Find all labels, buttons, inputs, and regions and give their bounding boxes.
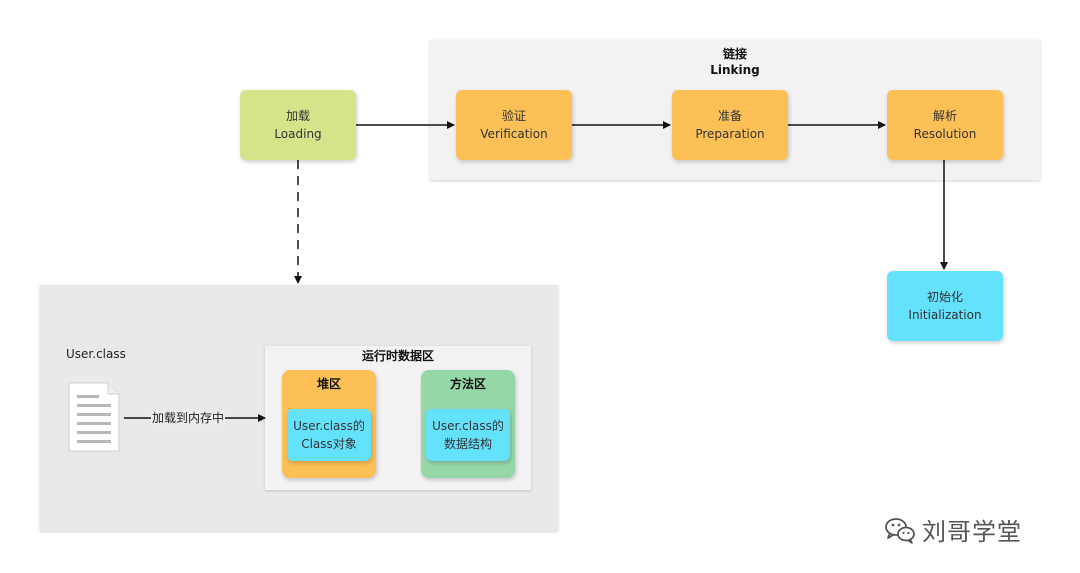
- heap-class-object-line2: Class对象: [301, 437, 357, 451]
- linking-title: 链接 Linking: [430, 46, 1040, 78]
- heap-class-object-box: User.class的 Class对象: [287, 409, 371, 461]
- loading-label-zh: 加载: [285, 109, 310, 123]
- preparation-node: 准备 Preparation: [672, 90, 788, 160]
- initialization-label-zh: 初始化: [926, 290, 963, 304]
- method-area-data-structure-line2: 数据结构: [443, 437, 492, 451]
- verification-node: 验证 Verification: [456, 90, 572, 160]
- resolution-node: 解析 Resolution: [887, 90, 1003, 160]
- heap-area-title: 堆区: [316, 377, 341, 391]
- watermark-text: 刘哥学堂: [922, 518, 1022, 546]
- preparation-label-en: Preparation: [695, 127, 765, 141]
- method-area-data-structure-box: User.class的 数据结构: [426, 409, 510, 461]
- class-file-label: User.class: [66, 347, 126, 361]
- initialization-label-en: Initialization: [908, 308, 982, 322]
- watermark: 刘哥学堂: [884, 512, 1022, 547]
- load-into-memory-label: 加载到内存中: [151, 411, 226, 425]
- resolution-label-en: Resolution: [913, 127, 977, 141]
- resolution-label-zh: 解析: [932, 109, 957, 123]
- wechat-icon: [885, 517, 915, 544]
- preparation-label-zh: 准备: [717, 109, 742, 123]
- method-area-title: 方法区: [449, 377, 486, 391]
- heap-class-object-line1: User.class的: [293, 419, 365, 433]
- initialization-node: 初始化 Initialization: [887, 271, 1003, 341]
- runtime-data-area-title: 运行时数据区: [361, 349, 434, 363]
- class-file-icon: [68, 382, 120, 452]
- loading-node: 加载 Loading: [240, 90, 356, 160]
- verification-label-zh: 验证: [501, 109, 526, 123]
- linking-title-en: Linking: [710, 63, 760, 77]
- method-area-data-structure-line1: User.class的: [432, 419, 504, 433]
- verification-label-en: Verification: [480, 127, 548, 141]
- loading-label-en: Loading: [274, 127, 322, 141]
- linking-title-zh: 链接: [722, 47, 747, 61]
